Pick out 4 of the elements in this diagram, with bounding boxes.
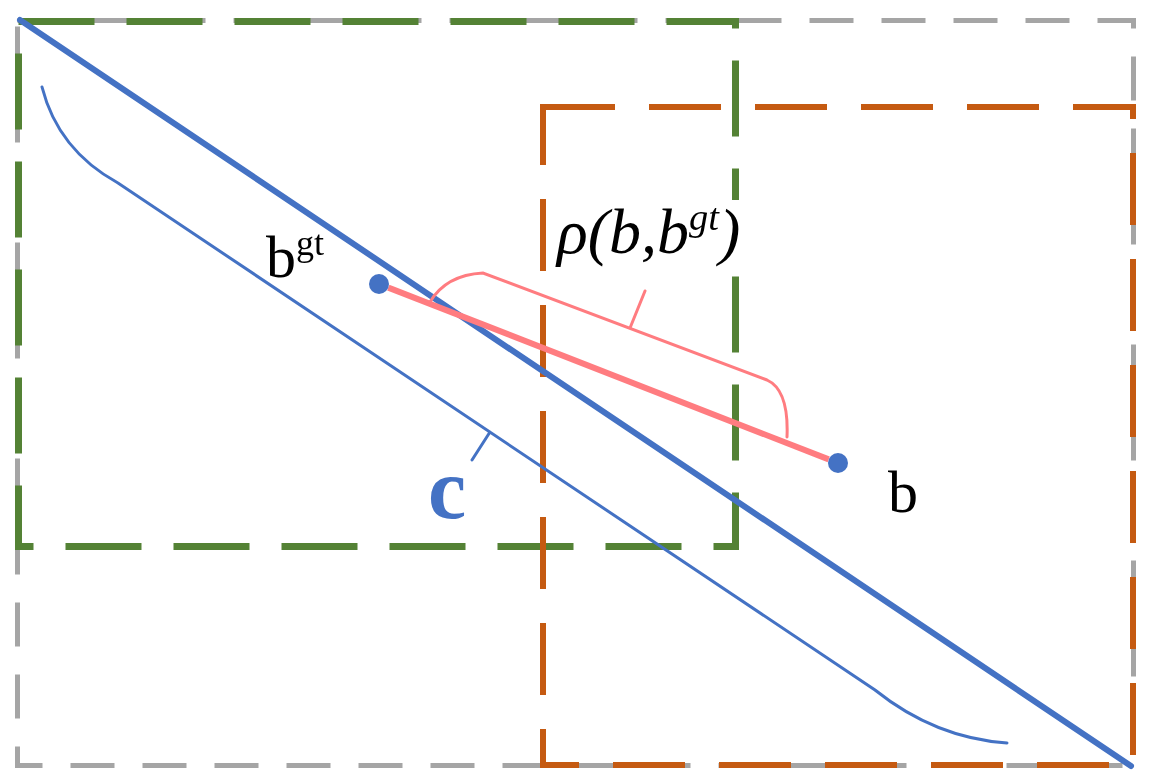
point-label: b xyxy=(888,462,918,522)
dimension-label: c xyxy=(428,446,467,532)
point-label: b$^{gt}$ xyxy=(266,227,324,287)
distance-line xyxy=(387,284,830,463)
